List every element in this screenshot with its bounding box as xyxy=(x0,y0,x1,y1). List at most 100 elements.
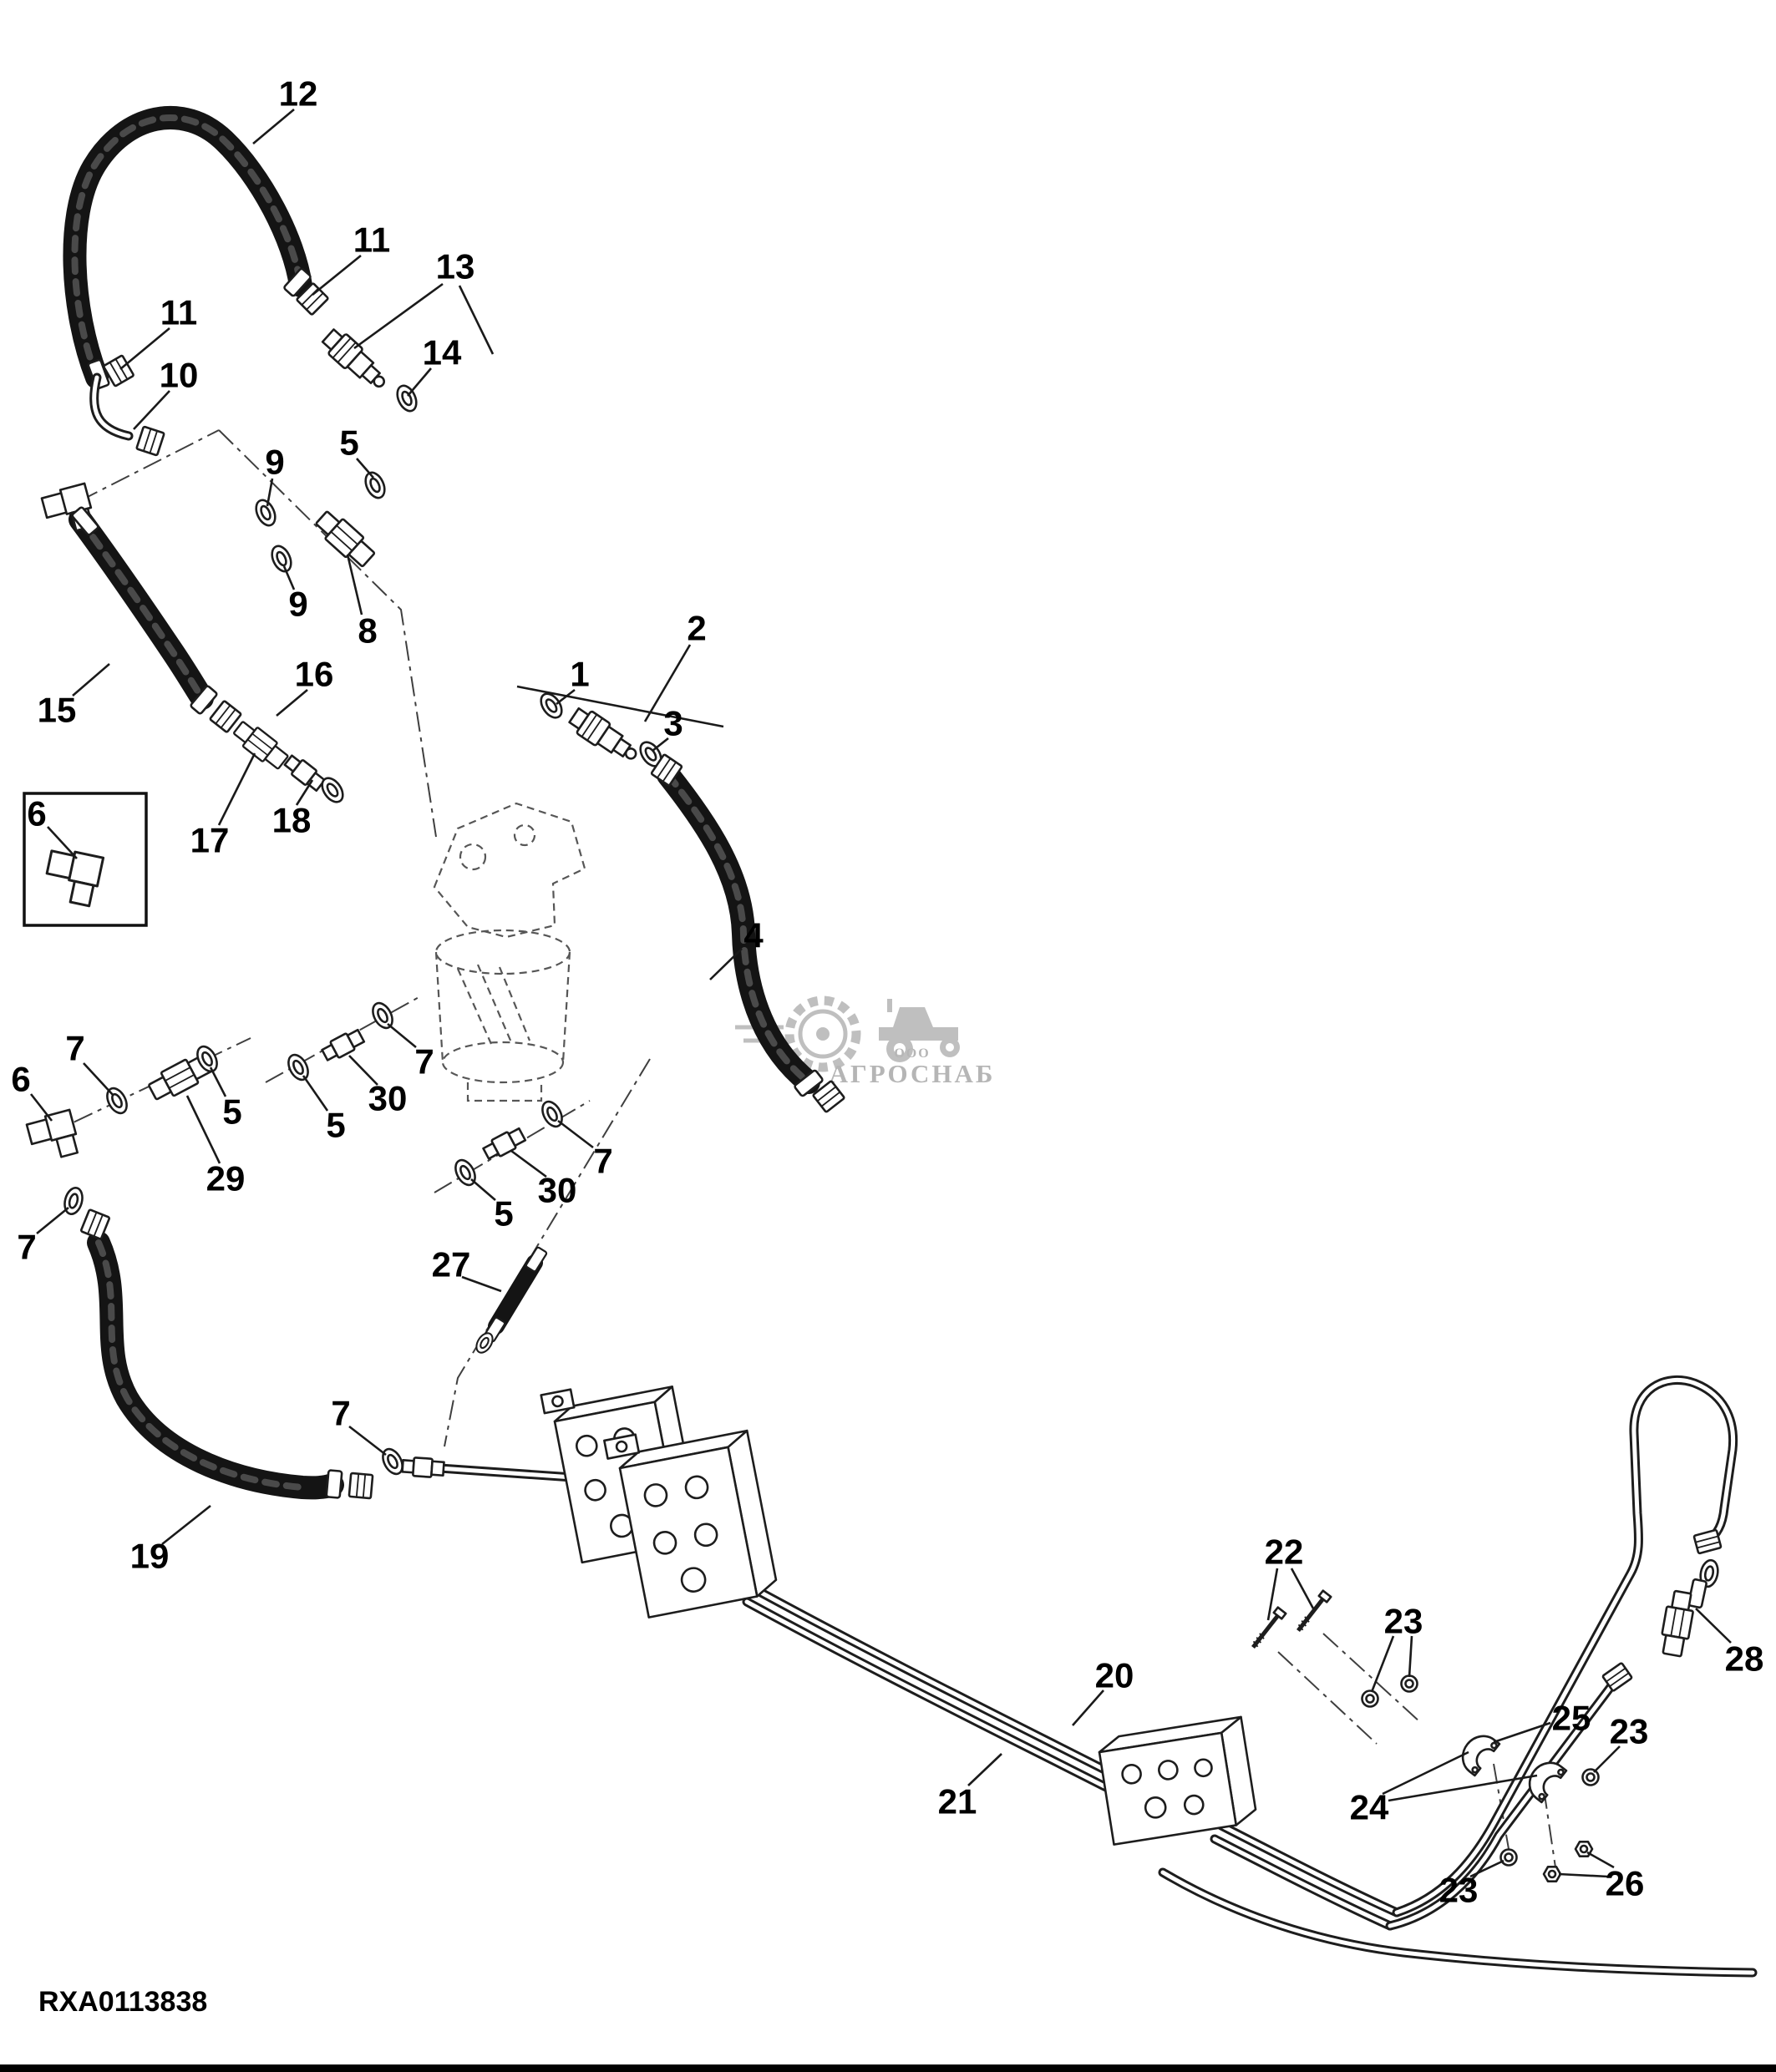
part-callout-14: 14 xyxy=(423,333,462,372)
leader-line-23 xyxy=(1408,1635,1413,1678)
steel-tubes xyxy=(423,1375,1758,1978)
leader-line-6 xyxy=(47,826,78,859)
elbow-fitting-6 xyxy=(40,845,105,909)
part-callout-17: 17 xyxy=(190,821,230,860)
washer-23 xyxy=(1400,1674,1418,1693)
leader-line-5 xyxy=(302,1075,329,1112)
leader-line-27 xyxy=(461,1275,502,1293)
leader-line-4 xyxy=(709,948,743,980)
leader-line-23 xyxy=(1593,1745,1621,1773)
leader-line-20 xyxy=(1072,1690,1104,1726)
leader-line-24 xyxy=(1388,1774,1538,1802)
fitting-28 xyxy=(1657,1588,1697,1659)
leader-line-23 xyxy=(1469,1859,1505,1878)
union-fitting-8 xyxy=(311,506,379,571)
leader-line-25 xyxy=(1493,1721,1551,1744)
bolt-22 xyxy=(1249,1608,1286,1651)
o-ring-5 xyxy=(360,468,390,503)
leader-line-22 xyxy=(1290,1568,1315,1609)
part-callout-1: 1 xyxy=(570,655,589,694)
leader-line-16 xyxy=(276,689,308,717)
part-callout-16: 16 xyxy=(295,655,334,694)
leader-line-5 xyxy=(209,1066,227,1097)
leader-line-5 xyxy=(356,458,374,479)
part-callout-21: 21 xyxy=(938,1782,977,1821)
o-ring-5 xyxy=(283,1050,313,1085)
leader-line-5 xyxy=(470,1178,496,1201)
hose-27 xyxy=(488,1254,543,1335)
part-callout-7: 7 xyxy=(593,1142,612,1181)
washer-23 xyxy=(1499,1848,1518,1867)
part-callout-5: 5 xyxy=(339,423,358,463)
fitting-16 xyxy=(208,699,243,734)
part-callout-8: 8 xyxy=(358,611,377,651)
o-ring-7 xyxy=(537,1097,567,1132)
part-callout-5: 5 xyxy=(494,1194,513,1234)
hidden-valve-assembly xyxy=(433,802,586,1102)
leader-line-14 xyxy=(407,367,432,397)
nut-26 xyxy=(1542,1866,1562,1882)
manifold-block-lower xyxy=(1098,1715,1257,1846)
leader-line-30 xyxy=(510,1149,547,1178)
part-callout-2: 2 xyxy=(687,609,706,648)
watermark-org-name: АГРОСНАБ xyxy=(830,1059,996,1088)
leader-line-17 xyxy=(217,752,256,826)
hose-12 xyxy=(63,105,312,389)
leader-line-11 xyxy=(312,254,362,296)
part-callout-12: 12 xyxy=(279,74,318,114)
leader-line-19 xyxy=(161,1504,211,1546)
leader-line-24 xyxy=(1382,1750,1469,1796)
part-callout-4: 4 xyxy=(743,916,764,955)
leader-line-9 xyxy=(282,565,296,590)
part-callout-7: 7 xyxy=(65,1029,84,1068)
part-callout-9: 9 xyxy=(288,585,307,624)
leader-line-1 xyxy=(556,688,576,706)
hose-15 xyxy=(69,508,214,710)
part-callout-23: 23 xyxy=(1384,1602,1423,1641)
leader-line-12 xyxy=(252,109,295,144)
leader-line-15 xyxy=(72,663,110,697)
leader-line-30 xyxy=(348,1055,378,1086)
tractor-icon xyxy=(879,999,960,1062)
part-callout-22: 22 xyxy=(1265,1532,1304,1572)
part-callout-7: 7 xyxy=(17,1228,36,1267)
leader-line-7 xyxy=(387,1022,417,1049)
orifice-fitting-30 xyxy=(319,1026,367,1065)
part-callout-7: 7 xyxy=(414,1042,434,1082)
tube-flare-nut xyxy=(1692,1528,1723,1555)
part-callout-27: 27 xyxy=(432,1245,471,1284)
fitting-17 xyxy=(230,717,292,773)
fitting-18 xyxy=(282,752,327,794)
adapter-fitting xyxy=(400,1456,446,1480)
part-callout-30: 30 xyxy=(538,1171,577,1210)
part-callout-6: 6 xyxy=(27,794,46,833)
part-callout-13: 13 xyxy=(436,247,475,286)
leader-line-2 xyxy=(516,685,724,728)
connector-13 xyxy=(317,324,393,396)
leader-line-21 xyxy=(967,1753,1002,1786)
part-callout-3: 3 xyxy=(663,704,682,743)
leader-line-23 xyxy=(1370,1635,1395,1693)
leader-line-28 xyxy=(1695,1608,1732,1644)
centerlines xyxy=(41,429,1556,1868)
part-callout-15: 15 xyxy=(38,691,77,730)
leader-line-9 xyxy=(266,478,274,507)
part-callout-25: 25 xyxy=(1552,1699,1591,1738)
figure-reference-code: RXA0113838 xyxy=(38,1986,207,2018)
hose-ferrule xyxy=(524,1245,549,1274)
part-callout-11: 11 xyxy=(353,220,390,260)
leader-line-13 xyxy=(353,282,444,350)
washer-23 xyxy=(1361,1690,1379,1708)
leader-line-26 xyxy=(1586,1851,1615,1869)
part-callout-18: 18 xyxy=(272,801,312,840)
leader-line-3 xyxy=(652,737,669,752)
part-callout-28: 28 xyxy=(1725,1639,1764,1679)
leader-line-11 xyxy=(119,327,170,371)
page-bottom-rule xyxy=(0,2064,1776,2072)
hose-19-end-fitting xyxy=(348,1472,374,1500)
hose-19 xyxy=(87,1231,344,1500)
elbow-fitting-10 xyxy=(135,425,165,457)
part-callout-24: 24 xyxy=(1350,1788,1389,1827)
